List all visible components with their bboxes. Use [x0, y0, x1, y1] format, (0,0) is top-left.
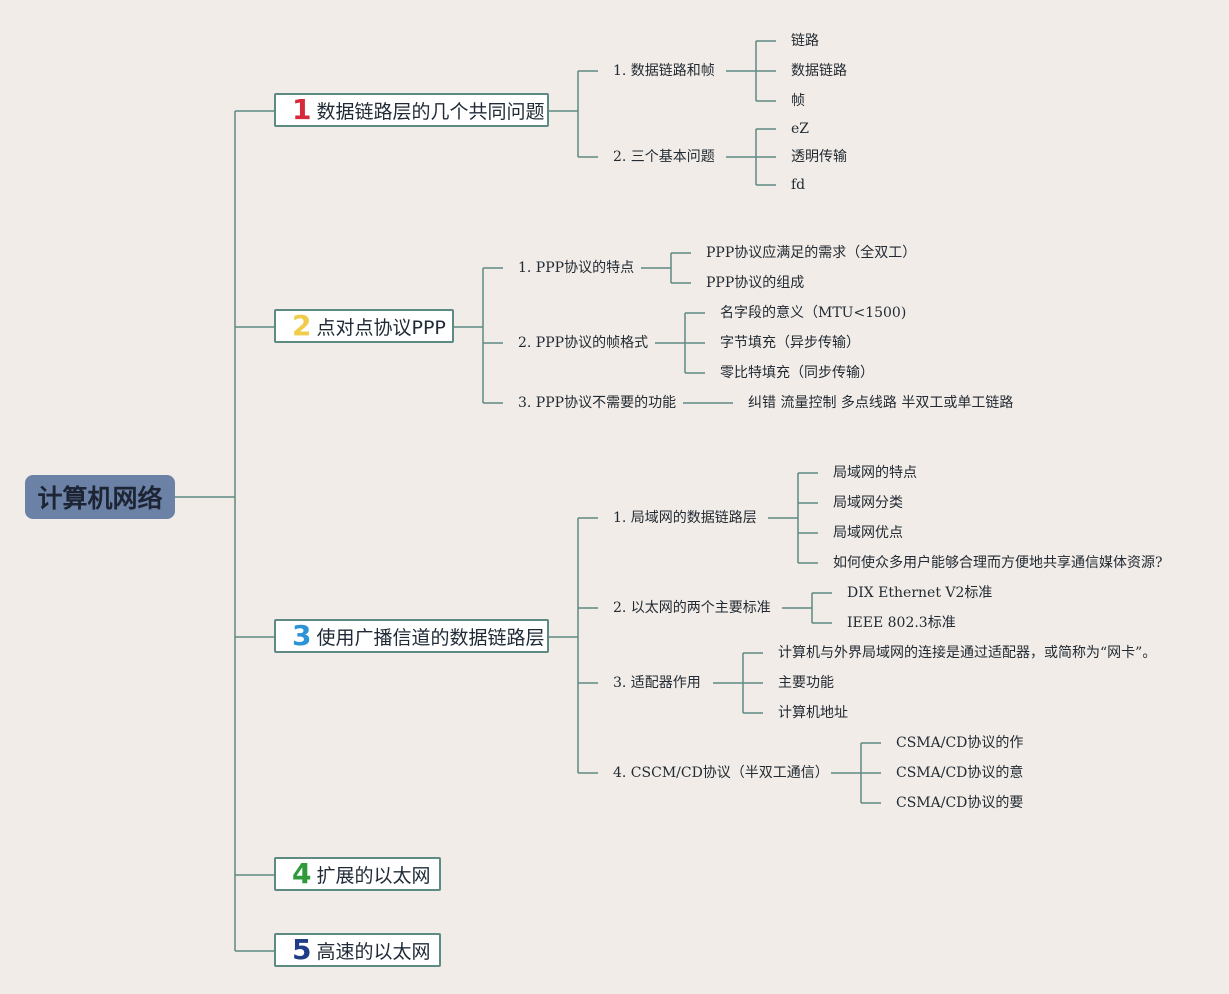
leaf-3-1-4[interactable]: 如何使众多用户能够合理而方便地共享通信媒体资源?	[833, 555, 1163, 571]
topic-5[interactable]: 5 高速的以太网	[274, 933, 441, 967]
topic-2[interactable]: 2 点对点协议PPP	[274, 309, 454, 343]
topic-number-2: 2	[292, 309, 312, 342]
topic-label-5: 高速的以太网	[316, 940, 431, 963]
leaf-1-1-3[interactable]: 帧	[791, 93, 805, 109]
topic-number-3: 3	[292, 619, 312, 652]
leaf-2-1-2[interactable]: PPP协议的组成	[706, 275, 805, 291]
leaf-3-4-2[interactable]: CSMA/CD协议的意	[896, 765, 1024, 781]
topic-number-5: 5	[292, 933, 312, 966]
subtopic-3-4[interactable]: 4. CSCM/CD协议（半双工通信）	[613, 765, 829, 781]
topic-label-1: 数据链路层的几个共同问题	[316, 100, 545, 123]
topic-label-3: 使用广播信道的数据链路层	[316, 626, 545, 649]
subtopic-2-2[interactable]: 2. PPP协议的帧格式	[518, 335, 649, 351]
topic-number-1: 1	[292, 93, 312, 126]
topic-4[interactable]: 4 扩展的以太网	[274, 857, 441, 891]
leaf-1-1-1[interactable]: 链路	[791, 33, 819, 49]
subtopic-3-2[interactable]: 2. 以太网的两个主要标准	[613, 600, 771, 616]
leaf-1-1-2[interactable]: 数据链路	[791, 63, 847, 79]
leaf-2-2-2[interactable]: 字节填充（异步传输）	[720, 335, 860, 351]
topic-3[interactable]: 3 使用广播信道的数据链路层	[274, 619, 549, 653]
subtopic-2-1[interactable]: 1. PPP协议的特点	[518, 260, 635, 276]
subtopic-1-1[interactable]: 1. 数据链路和帧	[613, 63, 715, 79]
subtopic-1-2[interactable]: 2. 三个基本问题	[613, 149, 715, 165]
leaf-3-1-3[interactable]: 局域网优点	[833, 525, 903, 541]
root-node[interactable]: 计算机网络	[25, 475, 175, 519]
subtopic-3-1[interactable]: 1. 局域网的数据链路层	[613, 510, 757, 526]
leaf-3-2-2[interactable]: IEEE 802.3标准	[847, 615, 956, 631]
leaf-3-4-1[interactable]: CSMA/CD协议的作	[896, 735, 1024, 751]
leaf-3-4-3[interactable]: CSMA/CD协议的要	[896, 795, 1024, 811]
subtopic-3-3[interactable]: 3. 适配器作用	[613, 675, 701, 691]
topic-number-4: 4	[292, 857, 312, 890]
leaf-2-2-1[interactable]: 名字段的意义（MTU<1500)	[720, 305, 907, 321]
leaf-3-3-2[interactable]: 主要功能	[778, 675, 834, 691]
leaf-1-2-3[interactable]: fd	[791, 177, 806, 193]
subtopic-2-3[interactable]: 3. PPP协议不需要的功能	[518, 395, 677, 411]
topic-label-2: 点对点协议PPP	[316, 316, 446, 339]
leaf-2-2-3[interactable]: 零比特填充（同步传输）	[720, 365, 874, 381]
topic-1[interactable]: 1 数据链路层的几个共同问题	[274, 93, 549, 127]
leaf-3-3-1[interactable]: 计算机与外界局域网的连接是通过适配器，或简称为“网卡”。	[778, 645, 1157, 661]
leaf-1-2-1[interactable]: eZ	[791, 121, 810, 137]
leaf-2-1-1[interactable]: PPP协议应满足的需求（全双工）	[706, 245, 917, 261]
leaf-3-1-1[interactable]: 局域网的特点	[833, 465, 917, 481]
leaf-3-2-1[interactable]: DIX Ethernet V2标准	[847, 585, 993, 601]
leaf-1-2-2[interactable]: 透明传输	[791, 149, 847, 165]
leaf-3-1-2[interactable]: 局域网分类	[833, 495, 903, 511]
leaf-2-3-1[interactable]: 纠错 流量控制 多点线路 半双工或单工链路	[748, 395, 1014, 411]
leaf-3-3-3[interactable]: 计算机地址	[778, 705, 848, 721]
topic-label-4: 扩展的以太网	[316, 864, 431, 887]
